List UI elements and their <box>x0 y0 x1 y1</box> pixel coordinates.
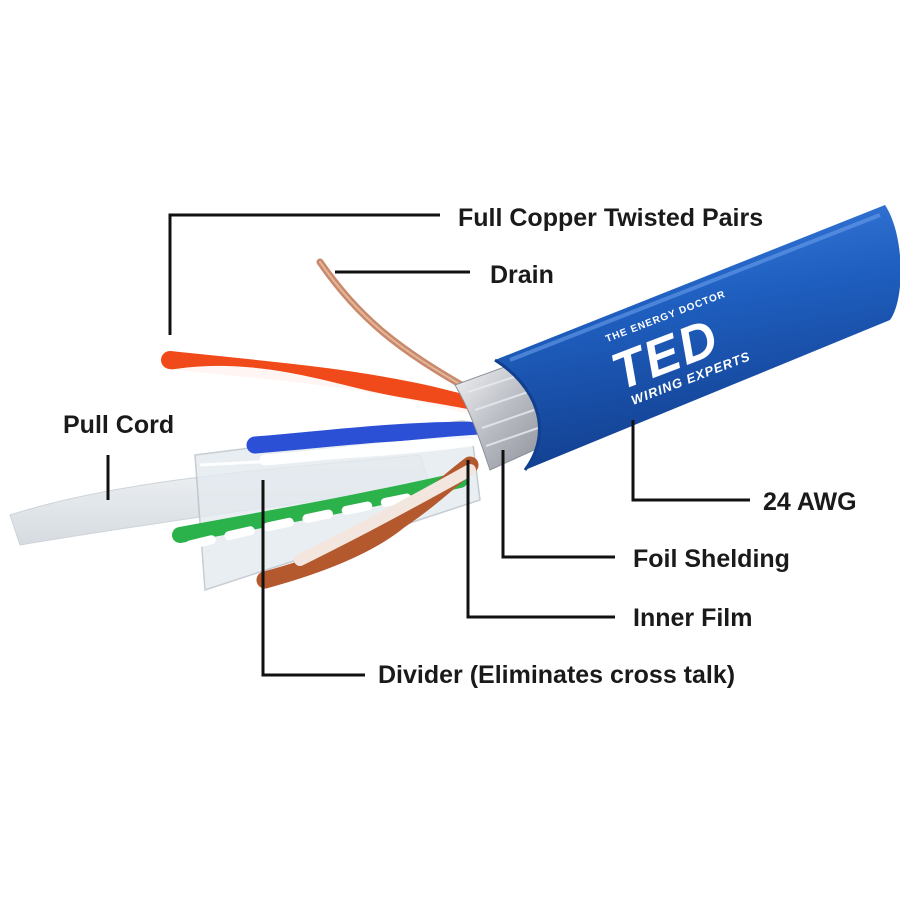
label-divider: Divider (Eliminates cross talk) <box>378 661 736 689</box>
leader-divider <box>261 480 365 677</box>
label-pull-cord: Pull Cord <box>63 411 175 439</box>
cable-jacket <box>494 205 900 471</box>
drain-wire <box>316 258 474 394</box>
label-foil: Foil Shelding <box>633 545 790 573</box>
leader-awg <box>631 420 750 502</box>
label-copper-pairs: Full Copper Twisted Pairs <box>458 204 764 232</box>
label-drain: Drain <box>490 261 554 289</box>
green-wire-pair <box>172 472 468 550</box>
brown-wire-pair <box>256 456 479 589</box>
leader-lines <box>106 213 750 677</box>
label-awg: 24 AWG <box>763 488 857 516</box>
orange-wire-pair <box>161 351 499 426</box>
label-inner-film: Inner Film <box>633 604 753 632</box>
leader-inner-film <box>466 460 615 619</box>
leader-copper-pairs <box>168 213 440 335</box>
leader-foil <box>501 450 615 559</box>
blue-wire-pair <box>246 421 489 466</box>
